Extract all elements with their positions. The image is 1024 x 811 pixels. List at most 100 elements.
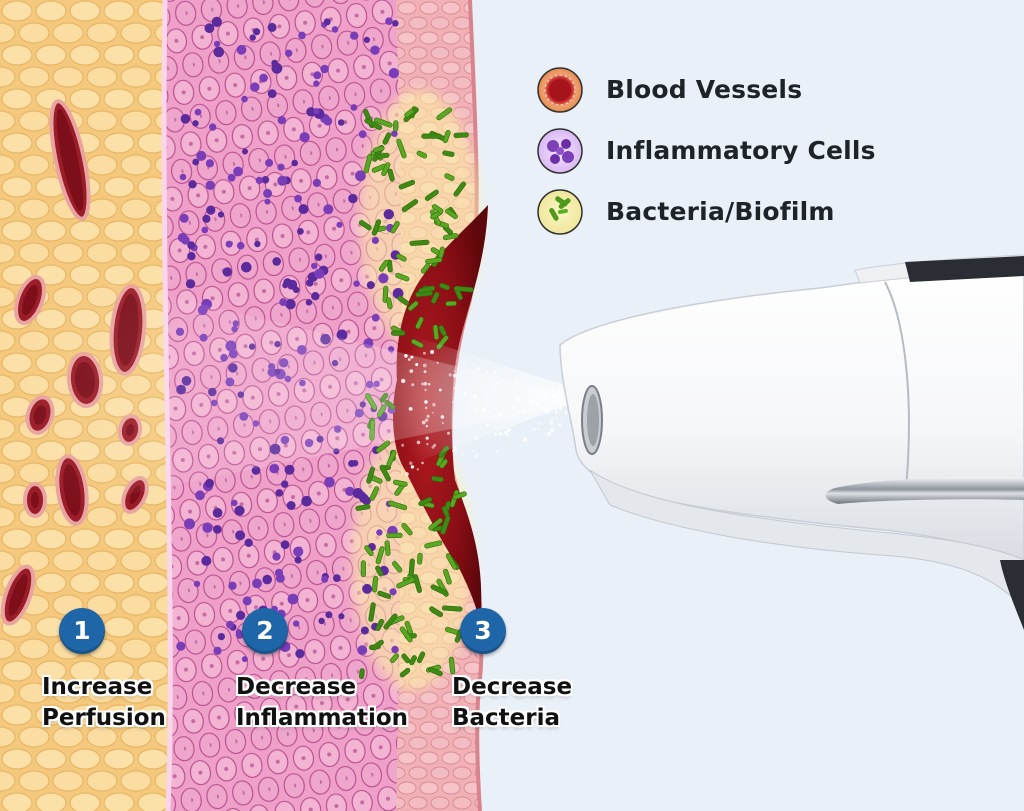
inflammatory-cell [360, 626, 369, 635]
inflammatory-cell [331, 26, 339, 33]
spray-droplet [554, 395, 557, 398]
inflammatory-cell [213, 46, 225, 58]
inflammatory-cell [235, 530, 246, 541]
bacterium [420, 263, 431, 274]
inflammatory-cell [241, 656, 248, 663]
inflammatory-cell [206, 205, 216, 215]
spray-droplet [441, 422, 444, 424]
bacterium [386, 450, 397, 467]
inflammatory-cell [217, 211, 225, 218]
inflammatory-cell [236, 610, 246, 621]
inflammatory-cell [337, 119, 345, 126]
inflammatory-cell [318, 617, 325, 625]
spray-droplet [538, 421, 541, 424]
inflammatory-cell [255, 176, 263, 184]
bacterium [412, 574, 422, 593]
spray-droplet [564, 410, 568, 414]
inflammatory-cell [201, 226, 209, 234]
spray-droplet [416, 440, 421, 445]
bacterium [384, 540, 391, 556]
inflammatory-cells-icon [537, 128, 583, 174]
bacterium [439, 282, 450, 291]
spray-droplet [461, 452, 463, 455]
inflammatory-cell [299, 132, 310, 143]
inflammatory-cell [336, 221, 343, 228]
bacterium [444, 173, 455, 181]
inflammatory-cell [333, 574, 341, 582]
inflammatory-cell [357, 645, 368, 655]
inflammatory-cell [265, 158, 274, 167]
bacterium [407, 300, 419, 311]
inflammatory-cell [194, 108, 202, 116]
spray-droplet [486, 370, 489, 374]
inflammatory-cell [177, 233, 188, 243]
inflammatory-cell [338, 613, 345, 620]
spray-droplet [474, 435, 479, 440]
bacterium [432, 324, 440, 340]
inflammatory-cell [283, 278, 292, 287]
inflammatory-cell [211, 16, 222, 27]
spray-droplet [452, 401, 454, 403]
spray-droplet [551, 429, 554, 433]
spray-droplet [426, 414, 430, 418]
inflammatory-cell [353, 280, 360, 287]
inflammatory-cell [314, 268, 325, 279]
device-lower-body [589, 469, 1024, 611]
spray-droplet [475, 412, 478, 415]
inflammatory-cell [242, 148, 248, 155]
inflammatory-cell [363, 36, 370, 44]
inflammatory-cell [228, 581, 237, 590]
spray-droplet [543, 395, 548, 400]
bacterium [401, 653, 411, 664]
spray-droplet [521, 377, 524, 380]
inflammatory-cell [204, 23, 215, 34]
inflammatory-cell [263, 188, 273, 198]
inflammatory-cell [264, 198, 271, 205]
bacterium [427, 666, 443, 677]
inflammatory-cell [285, 49, 293, 57]
inflammatory-cell [323, 204, 334, 215]
spray-droplet [454, 386, 457, 390]
inflammatory-cell [271, 59, 278, 67]
blood-vessel-lumen [56, 109, 84, 211]
bacterium [416, 651, 426, 664]
spray-droplet [484, 417, 487, 420]
inflammatory-cell [378, 273, 389, 284]
spray-droplet [502, 406, 505, 409]
bacterium [387, 168, 395, 182]
bacterium [395, 253, 407, 262]
inflammatory-cell [312, 178, 321, 187]
inflammatory-cell [376, 529, 383, 536]
spray-plume-faint [0, 255, 595, 520]
inflammatory-cell [259, 73, 268, 83]
bacterium [415, 316, 424, 330]
inflammatory-cell [205, 159, 214, 168]
spray-droplet [522, 437, 527, 442]
inflammatory-cell [179, 213, 189, 223]
spray-droplet [506, 433, 509, 437]
spray-droplet [409, 461, 413, 465]
bacterium [417, 552, 423, 565]
spray-droplet [549, 421, 554, 426]
bacterium [360, 560, 366, 578]
bacterium [371, 639, 384, 651]
spray-droplet [452, 446, 457, 451]
spray-droplet [405, 472, 409, 476]
spray-droplet [463, 362, 466, 365]
bacteria-group [355, 106, 474, 680]
spray-droplet [541, 392, 544, 394]
bacterium [397, 295, 410, 306]
inflammatory-cell [231, 499, 238, 507]
inflammatory-cell [201, 555, 212, 566]
blood-vessel-icon [537, 67, 583, 113]
spray-droplet [537, 428, 540, 431]
bacterium [440, 515, 451, 535]
inflammatory-cell [370, 45, 380, 55]
bacterium [436, 107, 453, 121]
bacterium [398, 179, 416, 190]
inflammatory-cell [272, 552, 281, 561]
device-nozzle-mesh [587, 394, 599, 446]
bacterium [393, 120, 399, 132]
spray-droplet [453, 396, 456, 399]
inflammatory-cell [187, 252, 196, 261]
